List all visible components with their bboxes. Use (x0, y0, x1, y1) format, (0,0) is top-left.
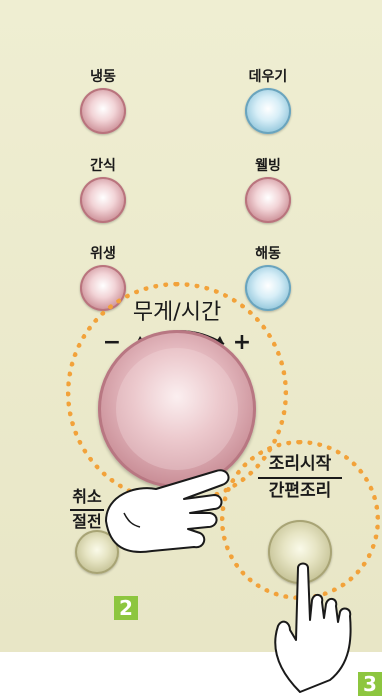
cancel-label-line1: 취소 (72, 487, 102, 506)
frozen-button[interactable] (80, 88, 126, 134)
snack-label: 간식 (90, 158, 116, 174)
reheat-label: 데우기 (248, 69, 288, 85)
dial-minus: − (102, 330, 122, 355)
start-divider (258, 477, 342, 479)
defrost-label: 해동 (255, 246, 281, 262)
dial-plus: + (232, 330, 252, 355)
defrost-button[interactable] (245, 265, 291, 311)
start-label-line2: 간편조리 (268, 481, 332, 501)
start-label: 조리시작 간편조리 (250, 452, 350, 503)
step-3-badge: 3 (358, 672, 382, 696)
cancel-divider (70, 509, 104, 511)
dial-face (116, 348, 238, 470)
reheat-button[interactable] (245, 88, 291, 134)
wellbeing-button[interactable] (245, 177, 291, 223)
cancel-label: 취소 절전 (62, 486, 112, 533)
frozen-label: 냉동 (90, 69, 116, 85)
start-label-line1: 조리시작 (268, 454, 332, 474)
wellbeing-label: 웰빙 (255, 158, 281, 174)
weight-time-dial[interactable] (98, 330, 256, 488)
cancel-label-line2: 절전 (72, 512, 102, 531)
dial-title: 무게/시간 (132, 300, 222, 325)
hygiene-label: 위생 (90, 246, 116, 262)
snack-button[interactable] (80, 177, 126, 223)
pointing-hand-2-icon (274, 562, 352, 693)
step-2-badge: 2 (114, 596, 138, 620)
pointing-hand-icon (105, 469, 230, 553)
